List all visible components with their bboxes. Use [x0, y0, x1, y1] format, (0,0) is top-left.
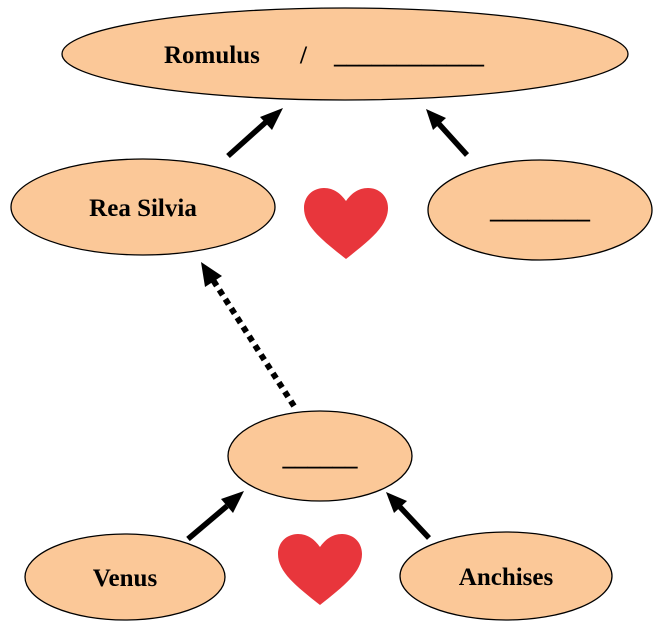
node-middle-blank-ellipse [227, 410, 413, 502]
node-anchises-ellipse [399, 531, 613, 621]
node-rea-silvia-ellipse [10, 158, 276, 256]
node-romulus-name: Romulus [164, 42, 260, 69]
node-middle-blank-label: ______ [282, 444, 359, 471]
node-middle-blank: ______ [227, 410, 413, 502]
node-unknown-partner-ellipse [427, 159, 653, 261]
node-romulus: Romulus / ____________ [61, 7, 629, 101]
node-anchises: Anchises [399, 531, 613, 621]
node-venus-ellipse [24, 533, 226, 621]
node-venus: Venus [24, 533, 226, 621]
node-anchises-label: Anchises [459, 564, 554, 591]
heart-icon-top [304, 188, 388, 259]
heart-icon-bottom [278, 534, 362, 605]
node-romulus-separator: / [299, 42, 308, 69]
node-rea-silvia-label: Rea Silvia [89, 195, 197, 222]
node-romulus-blank: ____________ [333, 42, 485, 69]
node-rea-silvia: Rea Silvia [10, 158, 276, 256]
arrow-dotted-middle-to-rea-silvia [201, 262, 297, 408]
arrow-rea-silvia-to-romulus [226, 108, 283, 159]
arrow-anchises-to-middle [386, 492, 432, 540]
arrow-venus-to-middle [186, 491, 244, 542]
arrow-partner-to-romulus [426, 109, 470, 157]
node-venus-label: Venus [93, 565, 158, 592]
node-unknown-partner: ________ [427, 159, 653, 261]
node-unknown-partner-label: ________ [489, 197, 591, 224]
node-romulus-ellipse [61, 7, 629, 101]
